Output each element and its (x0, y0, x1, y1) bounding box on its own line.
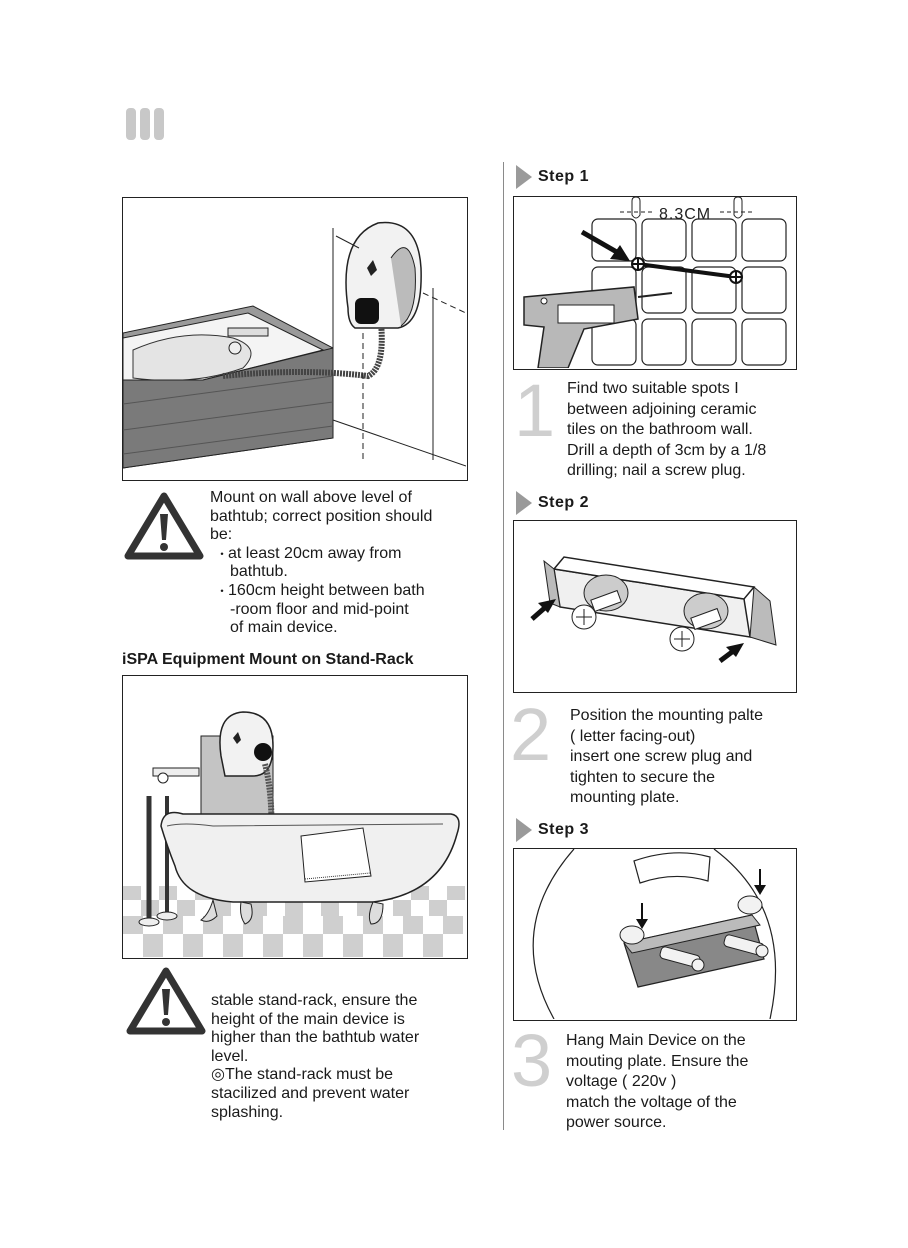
instruction-line: mouting plate. Ensure the (566, 1052, 749, 1070)
warning-line: stacilized and prevent water (211, 1084, 410, 1102)
bullet-text: 160cm height between bath (228, 581, 425, 599)
triangle-right-icon (516, 818, 532, 842)
instruction-line: Find two suitable spots I (567, 380, 739, 397)
warning-line: bathtub; correct position should (210, 507, 433, 525)
warning-line: level. (211, 1047, 249, 1065)
step-2-instructions: Position the mounting palte ( letter fac… (570, 706, 810, 809)
step-title: Step 3 (538, 821, 590, 838)
wall-mount-warning: Mount on wall above level of bathtub; co… (210, 489, 480, 638)
stand-rack-illustration (122, 675, 468, 959)
mounting-plate-illustration (513, 520, 797, 693)
instruction-line: mounting plate. (570, 789, 680, 806)
instruction-line: insert one screw plug and (570, 748, 753, 765)
warning-line: Mount on wall above level of (210, 489, 412, 506)
warning-line: stable stand-rack, ensure the (211, 992, 418, 1009)
warning-line: ◎The stand-rack must be (211, 1066, 394, 1084)
triangle-right-icon (516, 491, 532, 515)
instruction-line: drilling; nail a screw plug. (567, 462, 746, 479)
wall-mount-illustration (122, 197, 468, 481)
warning-bullet-continued: bathtub. (230, 563, 288, 581)
instruction-line: Position the mounting palte (570, 707, 764, 724)
instruction-line: voltage ( 220v ) (566, 1073, 677, 1090)
instruction-line: ( letter facing-out) (570, 727, 696, 745)
step-number: 1 (514, 369, 556, 452)
step-number: 3 (511, 1019, 553, 1102)
warning-bullet: ・at least 20cm away from (216, 544, 402, 562)
triangle-right-icon (516, 165, 532, 189)
column-divider (503, 162, 504, 1130)
step-title: Step 2 (538, 494, 590, 511)
stand-rack-warning: stable stand-rack, ensure the height of … (211, 992, 481, 1122)
warning-line: higher than the bathtub water (211, 1029, 420, 1047)
step-3-instructions: Hang Main Device on the mouting plate. E… (566, 1031, 806, 1134)
step-1-heading: Step 1 (516, 165, 589, 189)
step-title: Step 1 (538, 168, 590, 185)
instruction-line: between adjoining ceramic (567, 400, 757, 418)
warning-line: splashing. (211, 1103, 284, 1121)
warning-triangle-icon (124, 492, 204, 560)
instruction-line: tiles on the bathroom wall. (567, 421, 753, 438)
drilling-illustration: 8.3CM (513, 196, 797, 370)
roman-numeral-three-icon (126, 108, 166, 142)
step-3-heading: Step 3 (516, 818, 589, 842)
instruction-line: Drill a depth of 3cm by a 1/8 (567, 441, 767, 459)
bullet-text: at least 20cm away from (228, 544, 402, 562)
step-number: 2 (510, 693, 552, 776)
instruction-line: power source. (566, 1114, 667, 1131)
warning-line: be: (210, 526, 233, 544)
step-1-instructions: Find two suitable spots I between adjoin… (567, 379, 807, 482)
warning-line: height of the main device is (211, 1010, 405, 1028)
instruction-line: match the voltage of the (566, 1093, 737, 1111)
warning-bullet-continued: of main device. (230, 619, 338, 637)
step-2-heading: Step 2 (516, 491, 589, 515)
section-title: iSPA Equipment Mount on Stand-Rack (122, 651, 414, 668)
warning-bullet-continued: -room floor and mid-point (230, 600, 409, 618)
hang-device-illustration (513, 848, 797, 1021)
distance-label: 8.3CM (659, 206, 711, 223)
warning-triangle-icon (126, 967, 206, 1035)
instruction-line: tighten to secure the (570, 768, 715, 786)
warning-bullet: ・160cm height between bath (216, 581, 425, 599)
instruction-line: Hang Main Device on the (566, 1032, 746, 1049)
